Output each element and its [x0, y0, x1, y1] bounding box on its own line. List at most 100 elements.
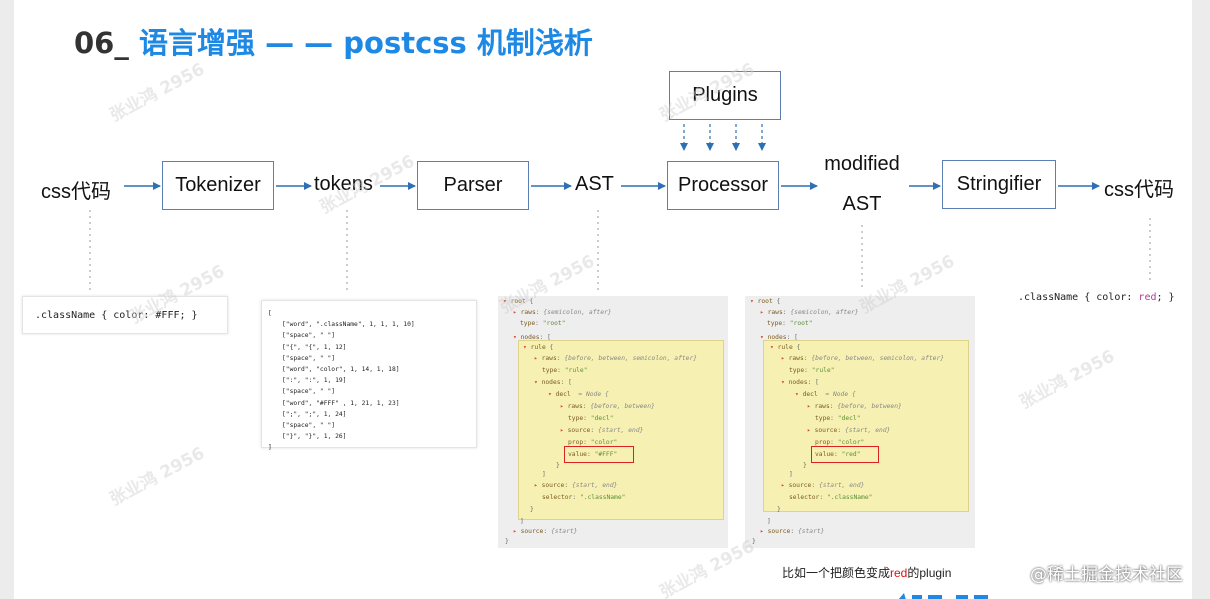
value-highlight-box — [564, 446, 634, 463]
token-line: ["word", ".className", 1, 1, 1, 10] — [282, 321, 415, 329]
ast-source-key: source — [567, 427, 591, 434]
ast-nodes-key: nodes — [767, 334, 787, 341]
ast-source-val: {start, end} — [597, 427, 644, 434]
token-line: ["word", "color", 1, 14, 1, 18] — [282, 366, 400, 374]
ast-raws-key: raws — [567, 403, 583, 410]
ast-tree-modified: ▾ root { ▸ raws: {semicolon, after} type… — [745, 296, 975, 548]
ast-decl-note: = Node { — [825, 391, 856, 398]
caption-before: 比如一个把颜色变成 — [782, 566, 891, 580]
output-code-value: red — [1138, 292, 1157, 303]
tokens-open-bracket: [ — [268, 310, 272, 317]
ast-rule: rule — [777, 344, 793, 351]
output-code-after: ; } — [1156, 292, 1175, 303]
ast-source-key: source — [814, 427, 838, 434]
ast-prop-val: "color" — [837, 439, 865, 446]
stringifier-label: Stringifier — [956, 173, 1042, 195]
ast-rule: rule — [530, 344, 546, 351]
ast-value-val: "#FFF" — [594, 451, 618, 458]
output-code: .className { color: red; } — [1018, 292, 1175, 303]
ast-root-source-val: {start} — [797, 528, 825, 535]
plugin-caption: 比如一个把颜色变成red的plugin — [782, 564, 951, 581]
title-number: 06_ — [74, 26, 129, 60]
input-css-label: css代码 — [41, 181, 111, 203]
token-line: [";", ";", 1, 24] — [282, 410, 347, 418]
ast-type-decl: "decl" — [590, 415, 614, 422]
tokens-label: tokens — [314, 173, 373, 195]
token-line: [":", ":", 1, 19] — [282, 377, 347, 385]
caption-after: 的plugin — [907, 566, 952, 580]
ast-type-root: "root" — [789, 320, 813, 327]
ast-tree-original: ▾ root { ▸ raws: {semicolon, after} type… — [498, 296, 728, 548]
token-line: ["space", " "] — [282, 354, 336, 362]
ast-type-root: "root" — [542, 320, 566, 327]
ast-prop-key: prop — [815, 439, 831, 446]
ast-source-key: source — [767, 528, 791, 535]
tokenizer-box: Tokenizer — [162, 161, 274, 210]
processor-label: Processor — [677, 174, 769, 196]
ast-type-key: type — [815, 415, 831, 422]
tokens-close-bracket: ] — [268, 444, 272, 452]
parser-box: Parser — [417, 161, 529, 210]
ast-value-key: value — [815, 451, 834, 458]
ast-nodes-key: nodes — [541, 379, 561, 386]
token-line: ["{", "{", 1, 12] — [282, 343, 347, 351]
ast-decl: decl — [555, 391, 571, 398]
ast-value-val-modified: "red" — [841, 451, 861, 458]
modified-line-1: modified — [824, 153, 900, 175]
ast-prop-val: "color" — [590, 439, 618, 446]
slide-title: 06_ 语言增强 — — postcss 机制浅析 — [74, 20, 593, 62]
ast-rule-raws-val: {before, between, semicolon, after} — [564, 355, 698, 362]
token-line: ["word", "#FFF" , 1, 21, 1, 23] — [282, 399, 400, 407]
output-code-before: .className { color: — [1018, 292, 1139, 303]
ast-type-key: type — [520, 320, 536, 327]
slide: 06_ 语言增强 — — postcss 机制浅析 css代码 Tokenize… — [14, 0, 1192, 599]
parser-label: Parser — [443, 174, 503, 196]
ast-label: AST — [575, 173, 614, 195]
ast-source-val: {start, end} — [571, 482, 618, 489]
value-highlight-box — [811, 446, 879, 463]
ast-source-val: {start, end} — [818, 482, 865, 489]
ast-decl-raws-val: {before, between} — [590, 403, 655, 410]
ast-raws-key: raws — [541, 355, 557, 362]
ast-decl-note: = Node { — [578, 391, 609, 398]
plugins-box: Plugins — [669, 71, 781, 120]
ast-nodes-key: nodes — [520, 334, 540, 341]
ast-raws-key: raws — [767, 309, 783, 316]
ast-type-key: type — [767, 320, 783, 327]
token-line: ["space", " "] — [282, 422, 336, 430]
rule-highlight — [763, 340, 969, 512]
ast-decl: decl — [802, 391, 818, 398]
tokenizer-label: Tokenizer — [175, 174, 261, 196]
ast-type-decl: "decl" — [837, 415, 861, 422]
ast-raws-key: raws — [814, 403, 830, 410]
rule-highlight — [518, 340, 724, 520]
ast-type-rule: "rule" — [564, 367, 588, 374]
plugins-label: Plugins — [692, 84, 758, 106]
ast-raws-key: raws — [520, 309, 536, 316]
ast-type-key: type — [568, 415, 584, 422]
ast-raws-val: {semicolon, after} — [790, 309, 859, 316]
ast-selector-val: ".className" — [826, 494, 873, 501]
ast-type-key: type — [789, 367, 805, 374]
ast-raws-key: raws — [788, 355, 804, 362]
ast-value-key: value — [568, 451, 587, 458]
ast-nodes-key: nodes — [788, 379, 808, 386]
plugin-arrows — [680, 124, 766, 151]
ast-selector-key: selector — [789, 494, 820, 501]
token-line: ["}", "}", 1, 26] — [282, 433, 347, 441]
ast-prop-key: prop — [568, 439, 584, 446]
ast-selector-key: selector — [542, 494, 573, 501]
stringifier-box: Stringifier — [942, 160, 1056, 209]
input-code: .className { color: #FFF; } — [35, 309, 198, 321]
processor-box: Processor — [667, 161, 779, 210]
ast-root-source-val: {start} — [550, 528, 578, 535]
title-text: 语言增强 — — postcss 机制浅析 — [138, 26, 593, 60]
input-code-box: .className { color: #FFF; } — [22, 296, 228, 334]
ast-raws-val: {semicolon, after} — [543, 309, 612, 316]
token-line: ["space", " "] — [282, 388, 336, 396]
ast-type-rule: "rule" — [811, 367, 835, 374]
modified-line-2: AST — [842, 193, 882, 215]
ast-type-key: type — [542, 367, 558, 374]
ast-selector-val: ".className" — [579, 494, 626, 501]
juejin-brand: @稀土掘金技术社区 — [1030, 565, 1183, 585]
